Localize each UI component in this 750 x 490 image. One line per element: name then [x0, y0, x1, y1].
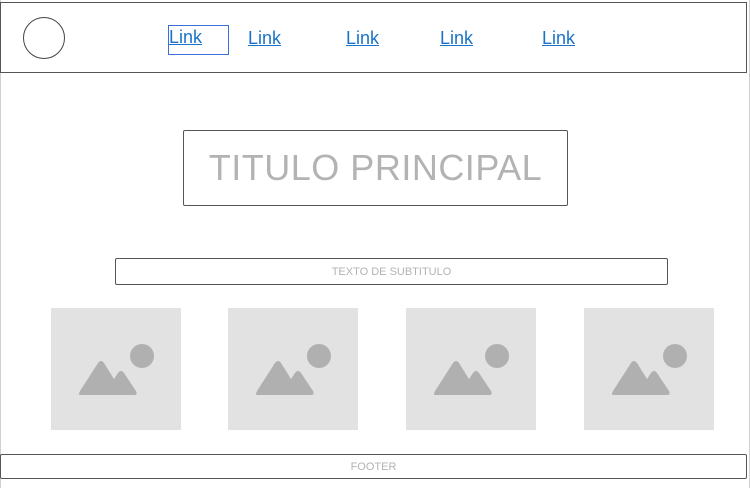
page-title: TITULO PRINCIPAL — [208, 147, 543, 188]
nav-link-1[interactable]: Link — [168, 25, 230, 55]
footer-text: FOOTER — [350, 460, 397, 473]
footer: FOOTER — [0, 454, 747, 479]
image-placeholder-4 — [584, 308, 714, 430]
nav-link-5[interactable]: Link — [542, 28, 576, 48]
nav-link-2[interactable]: Link — [248, 28, 282, 48]
main-title-box: TITULO PRINCIPAL — [183, 130, 568, 206]
logo-placeholder[interactable] — [23, 17, 65, 59]
image-placeholder-icon — [434, 344, 509, 395]
image-placeholder-icon — [256, 344, 331, 395]
image-placeholder-1 — [51, 308, 181, 430]
subtitle-box: TEXTO DE SUBTITULO — [115, 258, 668, 285]
image-placeholder-2 — [228, 308, 358, 430]
nav-link-3[interactable]: Link — [346, 28, 380, 48]
image-placeholder-icon — [79, 344, 154, 395]
nav-link-4[interactable]: Link — [440, 28, 474, 48]
image-placeholder-icon — [612, 344, 687, 395]
image-placeholder-3 — [406, 308, 536, 430]
header: Link Link Link Link Link — [0, 2, 747, 73]
subtitle-text: TEXTO DE SUBTITULO — [331, 265, 452, 278]
